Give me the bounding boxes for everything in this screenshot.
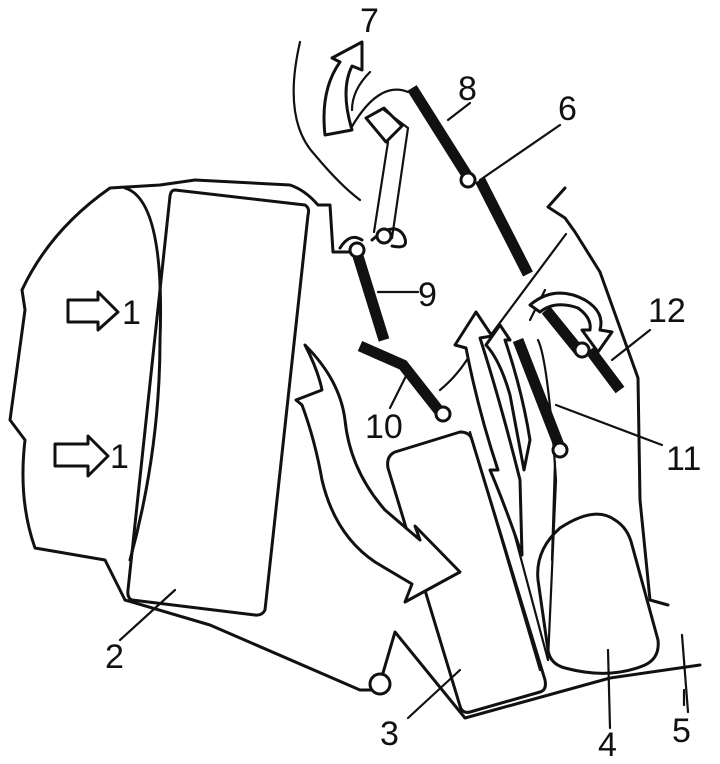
label-12: 12 — [648, 292, 686, 330]
inlet-box — [123, 186, 163, 562]
housing-right-wall — [546, 186, 670, 607]
leader-lines — [118, 101, 686, 730]
recirc-arrow — [528, 291, 614, 354]
pivot-9 — [348, 241, 366, 259]
flap-6 — [475, 177, 533, 277]
flow-arrow-upper-right — [484, 323, 532, 472]
housing-outline — [8, 178, 357, 602]
flow-arrow-up — [453, 310, 524, 557]
inlet-arrow-lower — [53, 434, 110, 478]
label-11: 11 — [666, 440, 701, 478]
label-10: 10 — [365, 408, 403, 446]
pivot-12 — [573, 341, 591, 359]
label-7: 7 — [360, 2, 379, 40]
label-2: 2 — [105, 638, 124, 676]
flow-arrow-main — [294, 343, 462, 604]
pivot-7 — [375, 227, 393, 245]
pivot-11 — [551, 441, 569, 459]
label-8: 8 — [458, 70, 477, 108]
flap-12-left — [541, 306, 585, 356]
label-9: 9 — [418, 276, 437, 314]
label-5: 5 — [672, 712, 691, 750]
partition-right — [536, 338, 558, 662]
duct-lip — [348, 70, 410, 132]
pivot-bottom — [368, 672, 392, 696]
pivot-8-6 — [459, 171, 477, 189]
label-4: 4 — [598, 726, 617, 764]
housing-bottom — [123, 598, 702, 720]
flap-9 — [352, 254, 390, 342]
label-1-upper: 1 — [122, 294, 141, 332]
flap-7-linkage — [372, 108, 410, 240]
flap-8 — [407, 85, 475, 183]
heater-core — [386, 430, 547, 714]
label-6: 6 — [558, 90, 577, 128]
label-1-lower: 1 — [110, 438, 129, 476]
defrost-duct — [292, 40, 362, 202]
label-3: 3 — [380, 715, 399, 753]
inlet-arrow-upper — [66, 290, 120, 332]
flap-11 — [512, 338, 566, 450]
flap-10 — [357, 340, 445, 416]
outlet-5-line — [680, 633, 690, 714]
flap-12-right — [585, 346, 625, 394]
pivot-10 — [434, 405, 452, 423]
evaporator-core — [126, 188, 311, 617]
defrost-arrow — [322, 40, 364, 137]
secondary-unit — [536, 512, 660, 675]
flap-7-block — [364, 106, 404, 144]
pivot-housing — [338, 227, 407, 250]
